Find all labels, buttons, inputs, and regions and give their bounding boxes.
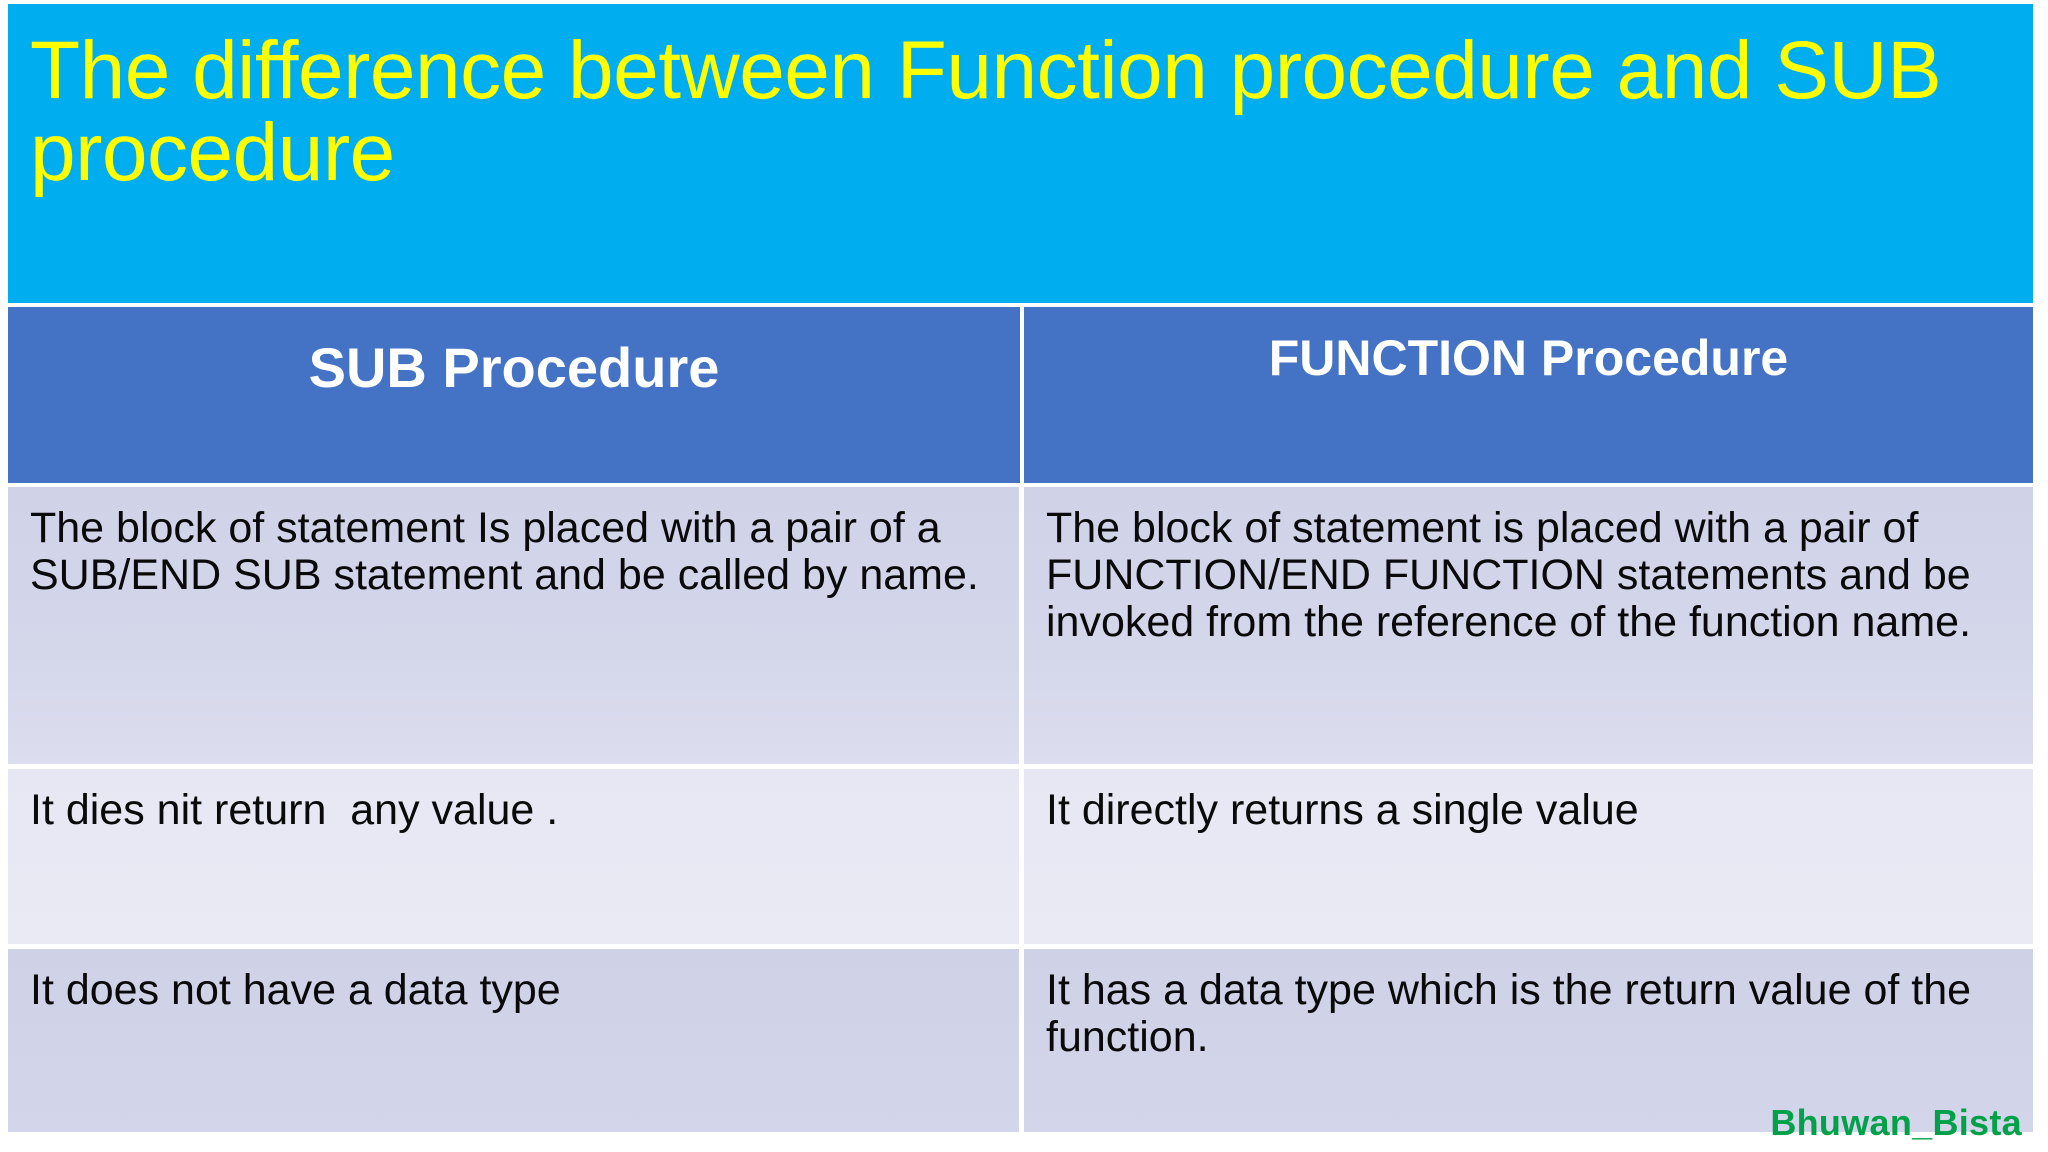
cell-text: It directly returns a single value [1046,786,1639,834]
table-cell-function-1: The block of statement is placed with a … [1024,487,2033,769]
column-header-sub-procedure: SUB Procedure [308,336,720,399]
author-signature: Bhuwan_Bista [1770,1102,2022,1143]
cell-text: It does not have a data type [30,966,561,1014]
cell-text: It has a data type which is the return v… [1046,966,1983,1061]
comparison-table: SUB Procedure FUNCTION Procedure The blo… [8,307,2033,1132]
cell-text: It dies nit return any value . [30,786,559,834]
title-band: The difference between Function procedur… [8,4,2033,303]
cell-text: The block of statement Is placed with a … [30,504,979,599]
table-cell-function-3: It has a data type which is the return v… [1024,949,2033,1132]
table-cell-function-2: It directly returns a single value [1024,769,2033,949]
table-row: The block of statement Is placed with a … [8,487,2033,769]
table-header-cell-sub: SUB Procedure [8,307,1024,487]
column-header-function-procedure: FUNCTION Procedure [1268,330,1789,386]
table-cell-sub-1: The block of statement Is placed with a … [8,487,1024,769]
table-cell-sub-2: It dies nit return any value . [8,769,1024,949]
table-row: It does not have a data type It has a da… [8,949,2033,1132]
table-header-row: SUB Procedure FUNCTION Procedure [8,307,2033,487]
table-row: It dies nit return any value . It direct… [8,769,2033,949]
cell-text: The block of statement is placed with a … [1046,504,1983,646]
table-cell-sub-3: It does not have a data type [8,949,1024,1132]
page-title: The difference between Function procedur… [30,25,1964,198]
table-header-cell-function: FUNCTION Procedure [1024,307,2033,487]
